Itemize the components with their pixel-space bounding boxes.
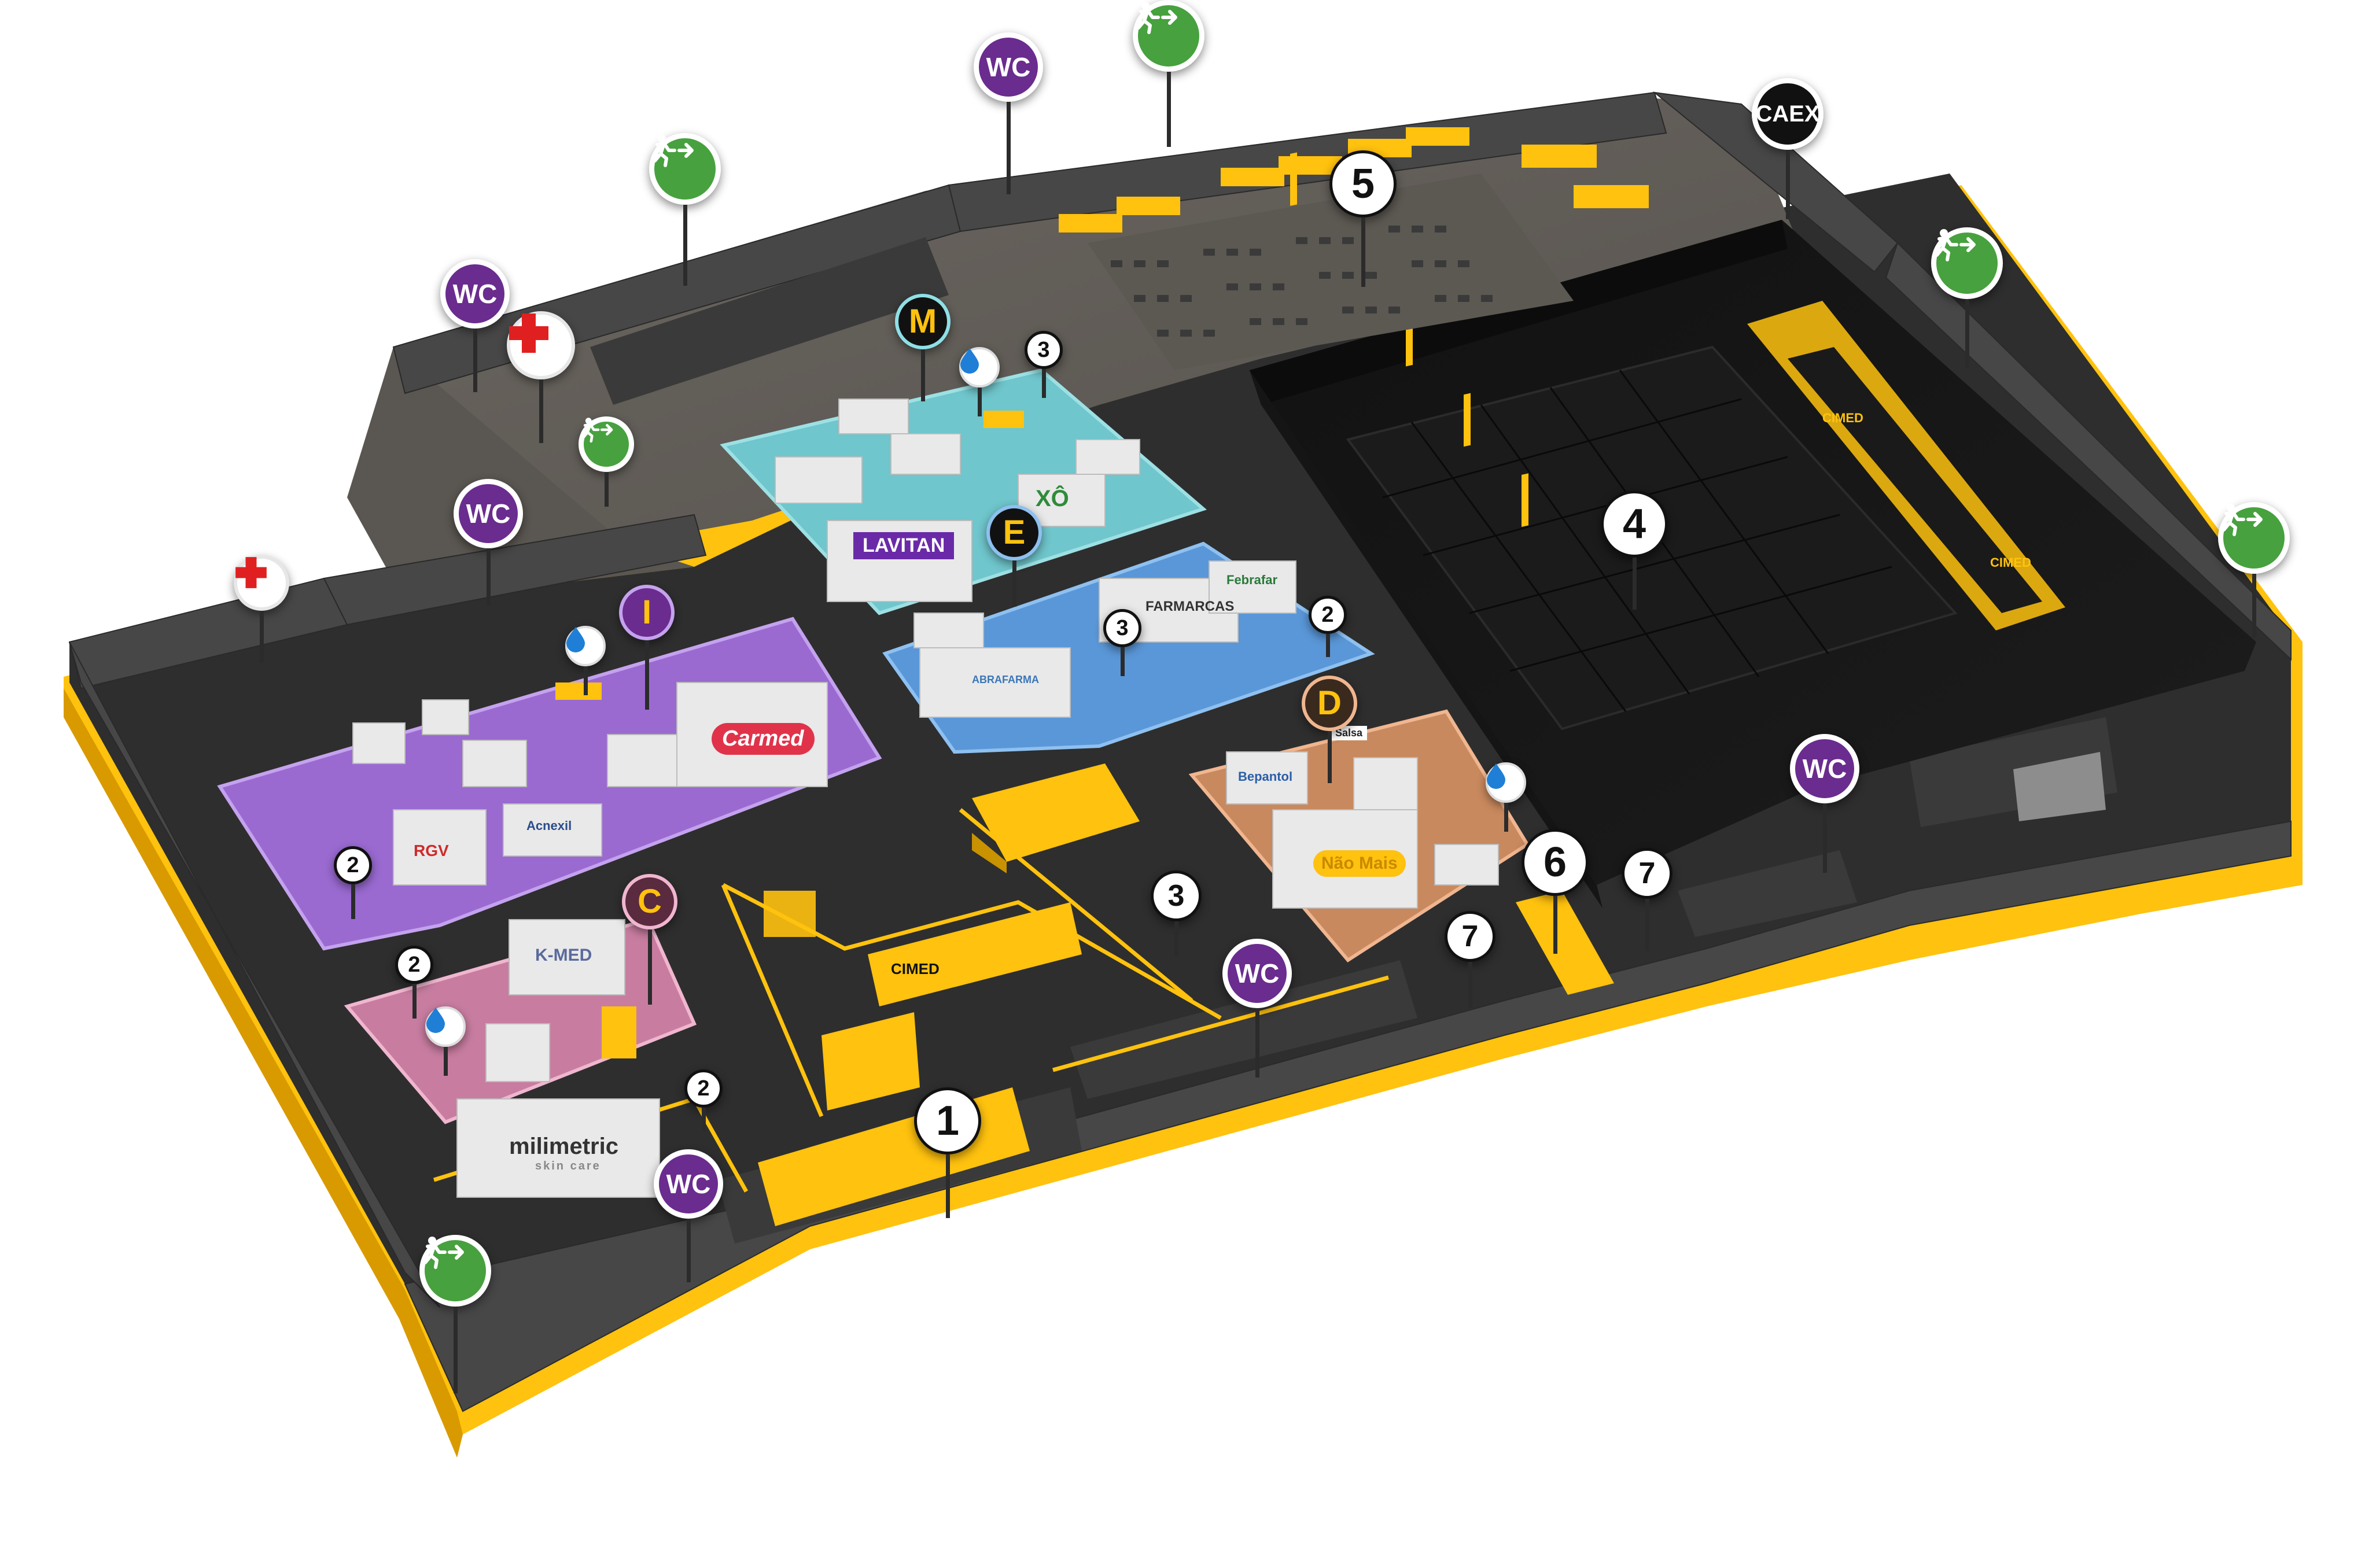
water-point-marker-3[interactable]: [1486, 762, 1526, 832]
point-7-marker-a[interactable]: 7: [1622, 848, 1673, 951]
wc-marker-3[interactable]: WC: [454, 479, 523, 606]
point-2-label-c: 2: [684, 1069, 723, 1108]
point-7-marker-b[interactable]: 7: [1445, 911, 1495, 1008]
first-aid-cross-icon: [234, 555, 289, 611]
zone-m-label: M: [895, 294, 951, 349]
wc-icon: WC: [454, 479, 523, 548]
water-drop-icon: [959, 347, 1000, 388]
brand-nao-mais: Não Mais: [1313, 850, 1406, 877]
wc-marker-2[interactable]: WC: [440, 259, 510, 392]
point-5-marker[interactable]: 5: [1329, 150, 1397, 287]
point-3-marker-c[interactable]: 3: [1151, 870, 1202, 956]
emergency-exit-icon: [649, 133, 721, 205]
point-3-label-c: 3: [1151, 870, 1202, 921]
water-drop-icon: [425, 1006, 466, 1047]
plaza-seating: [1059, 127, 1649, 370]
point-1-marker[interactable]: 1: [914, 1087, 981, 1218]
point-2-marker-d[interactable]: 2: [1309, 596, 1347, 657]
point-3-marker-a[interactable]: 3: [1025, 331, 1063, 398]
brand-kmed: K-MED: [535, 946, 592, 965]
zone-e-label: E: [986, 505, 1042, 560]
point-4-label: 4: [1601, 490, 1668, 558]
point-1-label: 1: [914, 1087, 981, 1154]
brand-abrafarma: ABRAFARMA: [972, 674, 1039, 685]
brand-febrafar: Febrafar: [1226, 573, 1278, 587]
brand-lavitan: LAVITAN: [853, 532, 955, 559]
point-2-marker-a[interactable]: 2: [334, 846, 372, 919]
first-aid-marker-1[interactable]: [507, 311, 575, 443]
brand-farmarcas: FARMARCAS: [1145, 599, 1235, 614]
point-4-marker[interactable]: 4: [1601, 490, 1668, 610]
emergency-exit-marker-1[interactable]: [1133, 0, 1204, 147]
point-2-marker-b[interactable]: 2: [395, 946, 433, 1019]
first-aid-cross-icon: [507, 311, 575, 379]
emergency-exit-marker-5[interactable]: [2218, 502, 2290, 637]
brand-cimed-stage-1: CIMED: [1822, 411, 1863, 425]
zone-e-marker[interactable]: E: [986, 505, 1042, 607]
point-2-label-b: 2: [395, 946, 433, 984]
point-7-label-b: 7: [1445, 911, 1495, 962]
emergency-exit-marker-3[interactable]: [579, 416, 634, 507]
water-drop-icon: [565, 626, 606, 666]
zone-m-marker[interactable]: M: [895, 294, 951, 401]
water-drop-icon: [1486, 762, 1526, 803]
zone-d-label: D: [1302, 676, 1357, 731]
emergency-exit-marker-2[interactable]: [649, 133, 721, 286]
brand-carmed: Carmed: [712, 723, 815, 755]
brand-rgv: RGV: [414, 842, 449, 859]
wc-marker-1[interactable]: WC: [974, 32, 1043, 194]
wc-marker-4[interactable]: WC: [1790, 734, 1859, 873]
point-2-label-a: 2: [334, 846, 372, 884]
emergency-exit-marker-4[interactable]: [1931, 227, 2003, 368]
caex-label: CAEX: [1752, 78, 1824, 150]
point-2-marker-c[interactable]: 2: [684, 1069, 723, 1131]
brand-acnexil: Acnexil: [526, 818, 572, 833]
caex-marker[interactable]: CAEX: [1752, 78, 1824, 219]
brand-bepantol: Bepantol: [1238, 769, 1293, 784]
water-point-marker-4[interactable]: [425, 1006, 466, 1076]
emergency-exit-marker-6[interactable]: [419, 1235, 491, 1393]
wc-icon: WC: [654, 1149, 723, 1219]
brand-cimed-stage-2: CIMED: [1990, 555, 2031, 570]
emergency-exit-icon: [2218, 502, 2290, 574]
point-6-label: 6: [1522, 829, 1589, 896]
zone-i-label: I: [619, 585, 675, 640]
point-5-label: 5: [1329, 150, 1397, 217]
brand-skin-care: skin care: [535, 1160, 601, 1172]
brand-cimed-floor: CIMED: [891, 960, 940, 977]
emergency-exit-icon: [1133, 0, 1204, 72]
zone-c-label: C: [622, 874, 677, 929]
wc-icon: WC: [1790, 734, 1859, 803]
wc-icon: WC: [440, 259, 510, 329]
emergency-exit-icon: [579, 416, 634, 472]
wc-icon: WC: [1222, 939, 1292, 1008]
first-aid-marker-2[interactable]: [234, 555, 289, 663]
wc-marker-6[interactable]: WC: [654, 1149, 723, 1282]
point-6-marker[interactable]: 6: [1522, 829, 1589, 954]
point-2-label-d: 2: [1309, 596, 1347, 634]
brand-milimetric: milimetric: [509, 1134, 618, 1159]
water-point-marker-1[interactable]: [959, 347, 1000, 416]
point-3-marker-b[interactable]: 3: [1103, 609, 1141, 676]
point-3-label-b: 3: [1103, 609, 1141, 647]
point-3-label-a: 3: [1025, 331, 1063, 369]
water-point-marker-2[interactable]: [565, 626, 606, 695]
emergency-exit-icon: [419, 1235, 491, 1307]
emergency-exit-icon: [1931, 227, 2003, 299]
brand-xo: XÔ: [1036, 486, 1069, 511]
zone-c-marker[interactable]: C: [622, 874, 677, 1005]
zone-d-marker[interactable]: D: [1302, 676, 1357, 783]
zone-i-marker[interactable]: I: [619, 585, 675, 710]
point-7-label-a: 7: [1622, 848, 1673, 899]
wc-marker-5[interactable]: WC: [1222, 939, 1292, 1078]
wc-icon: WC: [974, 32, 1043, 102]
